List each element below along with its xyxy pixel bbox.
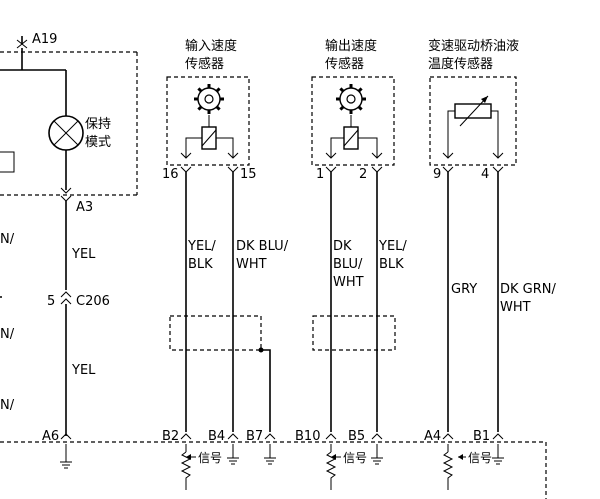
connector-a19-label: A19 bbox=[32, 32, 57, 47]
temp-sensor-pin-4: 4 bbox=[481, 167, 489, 182]
fluid-temp-sensor: 变速驱动桥油液 温度传感器 9 4 bbox=[428, 38, 519, 182]
input-speed-sensor: 输入速度 传感器 bbox=[162, 38, 257, 182]
left-partial-component bbox=[0, 151, 15, 173]
wire-1-color-line2: BLK bbox=[188, 257, 213, 272]
gear-icon bbox=[194, 84, 224, 114]
thermistor-icon bbox=[442, 95, 504, 159]
pin-b1: B1 bbox=[473, 429, 490, 444]
input-sensor-pin-15: 15 bbox=[240, 167, 257, 182]
wire-4-color-line2: BLK bbox=[379, 257, 404, 272]
left-partial-label-3: N/ bbox=[0, 398, 15, 413]
connector-a3: A3 bbox=[60, 187, 93, 290]
module-internal-wiring bbox=[60, 444, 504, 490]
wire-6-color-line1: DK GRN/ bbox=[500, 282, 556, 297]
lamp-label-line2: 模式 bbox=[85, 135, 111, 150]
wire-2-color-line1: DK BLU/ bbox=[236, 239, 289, 254]
bottom-module-box bbox=[0, 441, 547, 499]
temp-sensor-title-line2: 温度传感器 bbox=[428, 56, 493, 72]
c206-connector-label: C206 bbox=[76, 294, 110, 309]
output-speed-sensor: 输出速度 传感器 bbox=[311, 38, 395, 182]
c206-pin-label: 5 bbox=[47, 294, 55, 309]
temp-sensor-title-line1: 变速驱动桥油液 bbox=[428, 38, 519, 54]
signal-arrow-3: 信号 bbox=[458, 451, 492, 465]
wire-1-color-line1: YEL/ bbox=[187, 239, 216, 254]
left-partial-label-1: N/ bbox=[0, 232, 15, 247]
drain-wire bbox=[258, 347, 271, 432]
output-sensor-pin-1: 1 bbox=[316, 167, 324, 182]
left-partial-dot bbox=[0, 296, 2, 298]
left-partial-label-2: N/ bbox=[0, 327, 15, 342]
left-module-box bbox=[0, 51, 138, 196]
vertical-wires bbox=[185, 172, 499, 432]
sensor-coil-icon bbox=[180, 115, 239, 159]
wire-yel-lower-label: YEL bbox=[71, 363, 96, 378]
connector-a3-label: A3 bbox=[76, 200, 93, 215]
input-sensor-pin-16: 16 bbox=[162, 167, 179, 182]
temp-sensor-pin-9: 9 bbox=[433, 167, 441, 182]
signal-label-3: 信号 bbox=[468, 451, 492, 465]
wire-6-color-line2: WHT bbox=[500, 300, 531, 315]
hold-mode-lamp: 保持 模式 bbox=[48, 115, 111, 190]
pin-a4: A4 bbox=[424, 429, 441, 444]
gear-icon bbox=[336, 84, 366, 114]
pin-b2: B2 bbox=[162, 429, 179, 444]
wire-yel-upper-label: YEL bbox=[71, 247, 96, 262]
signal-arrow-2: 信号 bbox=[331, 451, 367, 465]
pin-b5: B5 bbox=[348, 429, 365, 444]
wire-3-color-line1: DK bbox=[333, 239, 352, 254]
wire-2-color-line2: WHT bbox=[236, 257, 267, 272]
output-sensor-title-line2: 传感器 bbox=[325, 56, 364, 72]
output-sensor-pin-2: 2 bbox=[359, 167, 367, 182]
wire-3-color-line3: WHT bbox=[333, 275, 364, 290]
output-sensor-title-line1: 输出速度 bbox=[325, 38, 377, 54]
bottom-connectors bbox=[60, 433, 504, 440]
sensor-coil-icon bbox=[325, 115, 383, 159]
connector-c206: 5 C206 bbox=[47, 291, 110, 436]
pin-b7: B7 bbox=[246, 429, 263, 444]
wire-4-color-line1: YEL/ bbox=[378, 239, 407, 254]
connector-a19: A19 bbox=[0, 32, 67, 116]
wire-5-color: GRY bbox=[451, 282, 477, 297]
shield-box-input bbox=[169, 315, 262, 351]
signal-label-2: 信号 bbox=[343, 451, 367, 465]
pin-b10: B10 bbox=[295, 429, 320, 444]
input-sensor-title-line2: 传感器 bbox=[185, 56, 224, 72]
signal-label-1: 信号 bbox=[198, 451, 222, 465]
lamp-label-line1: 保持 bbox=[85, 117, 111, 132]
wire-3-color-line2: BLU/ bbox=[333, 257, 363, 272]
shield-box-output bbox=[312, 315, 396, 351]
pin-a6: A6 bbox=[42, 429, 59, 444]
signal-arrow-1: 信号 bbox=[186, 451, 222, 465]
pin-b4: B4 bbox=[208, 429, 225, 444]
input-sensor-title-line1: 输入速度 bbox=[185, 38, 237, 54]
